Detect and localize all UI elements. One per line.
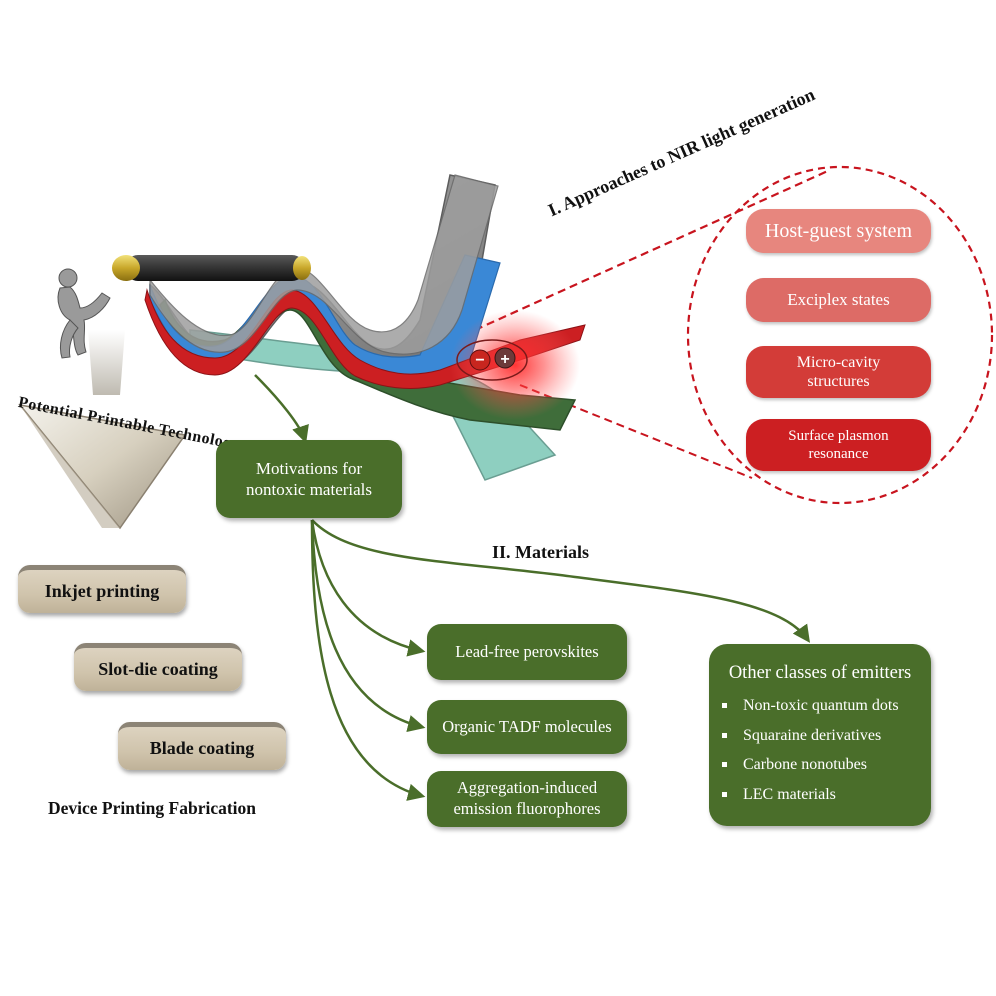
emitter-item: Non-toxic quantum dots [709,691,931,721]
approach-micro-cavity-label: Micro-cavity structures [796,353,881,390]
minus-sign: − [475,352,484,369]
motivation-box: Motivations for nontoxic materials [216,440,402,518]
roller-cap-right [293,256,311,280]
silver-figure-icon [57,268,111,359]
hole-icon [494,347,516,369]
motivation-label: Motivations for nontoxic materials [245,458,373,499]
exciton-ring [456,339,528,381]
other-emitters-list: Non-toxic quantum dots Squaraine derivat… [709,691,931,809]
blade-coating-button: Blade coating [118,722,286,770]
printing-beam [88,330,125,395]
roller-cap-left [112,255,140,281]
approach-surface-plasmon-label: Surface plasmon resonance [788,428,889,462]
aie-fluorophores-box: Aggregation-induced emission fluorophore… [427,771,627,827]
emission-glow [450,310,580,420]
materials-arrows [254,374,811,801]
approach-exciplex-label: Exciplex states [787,289,890,309]
plus-sign: + [500,351,509,368]
approach-host-guest-label: Host-guest system [764,220,913,242]
organic-tadf-box: Organic TADF molecules [427,700,627,754]
blade-coating-label: Blade coating [149,738,255,758]
organic-tadf-label: Organic TADF molecules [442,716,612,736]
approach-exciplex: Exciplex states [746,278,931,322]
emitter-item: Carbone nonotubes [709,750,931,780]
top-grey-sheet [149,174,499,355]
slot-die-coating-button: Slot-die coating [74,643,242,691]
materials-title: II. Materials [492,542,589,562]
lead-free-perovskites-box: Lead-free perovskites [427,624,627,680]
lead-free-perovskites-label: Lead-free perovskites [455,641,599,661]
approach-host-guest: Host-guest system [746,209,931,253]
other-emitters-title: Other classes of emitters [728,663,912,683]
slot-die-coating-label: Slot-die coating [98,659,218,679]
aie-fluorophores-label: Aggregation-induced emission fluorophore… [453,778,601,818]
device-printing-caption: Device Printing Fabrication [48,798,257,818]
emitter-item: Squaraine derivatives [709,721,931,751]
approach-micro-cavity: Micro-cavity structures [746,346,931,398]
other-emitters-box: Other classes of emitters Non-toxic quan… [709,644,931,826]
printing-roller [125,255,305,281]
inkjet-printing-label: Inkjet printing [44,581,160,601]
electron-icon [469,349,491,371]
inkjet-printing-button: Inkjet printing [18,565,186,613]
emitter-item: LEC materials [709,780,931,810]
approaches-dashed-ellipse [686,165,994,505]
approach-surface-plasmon: Surface plasmon resonance [746,419,931,471]
